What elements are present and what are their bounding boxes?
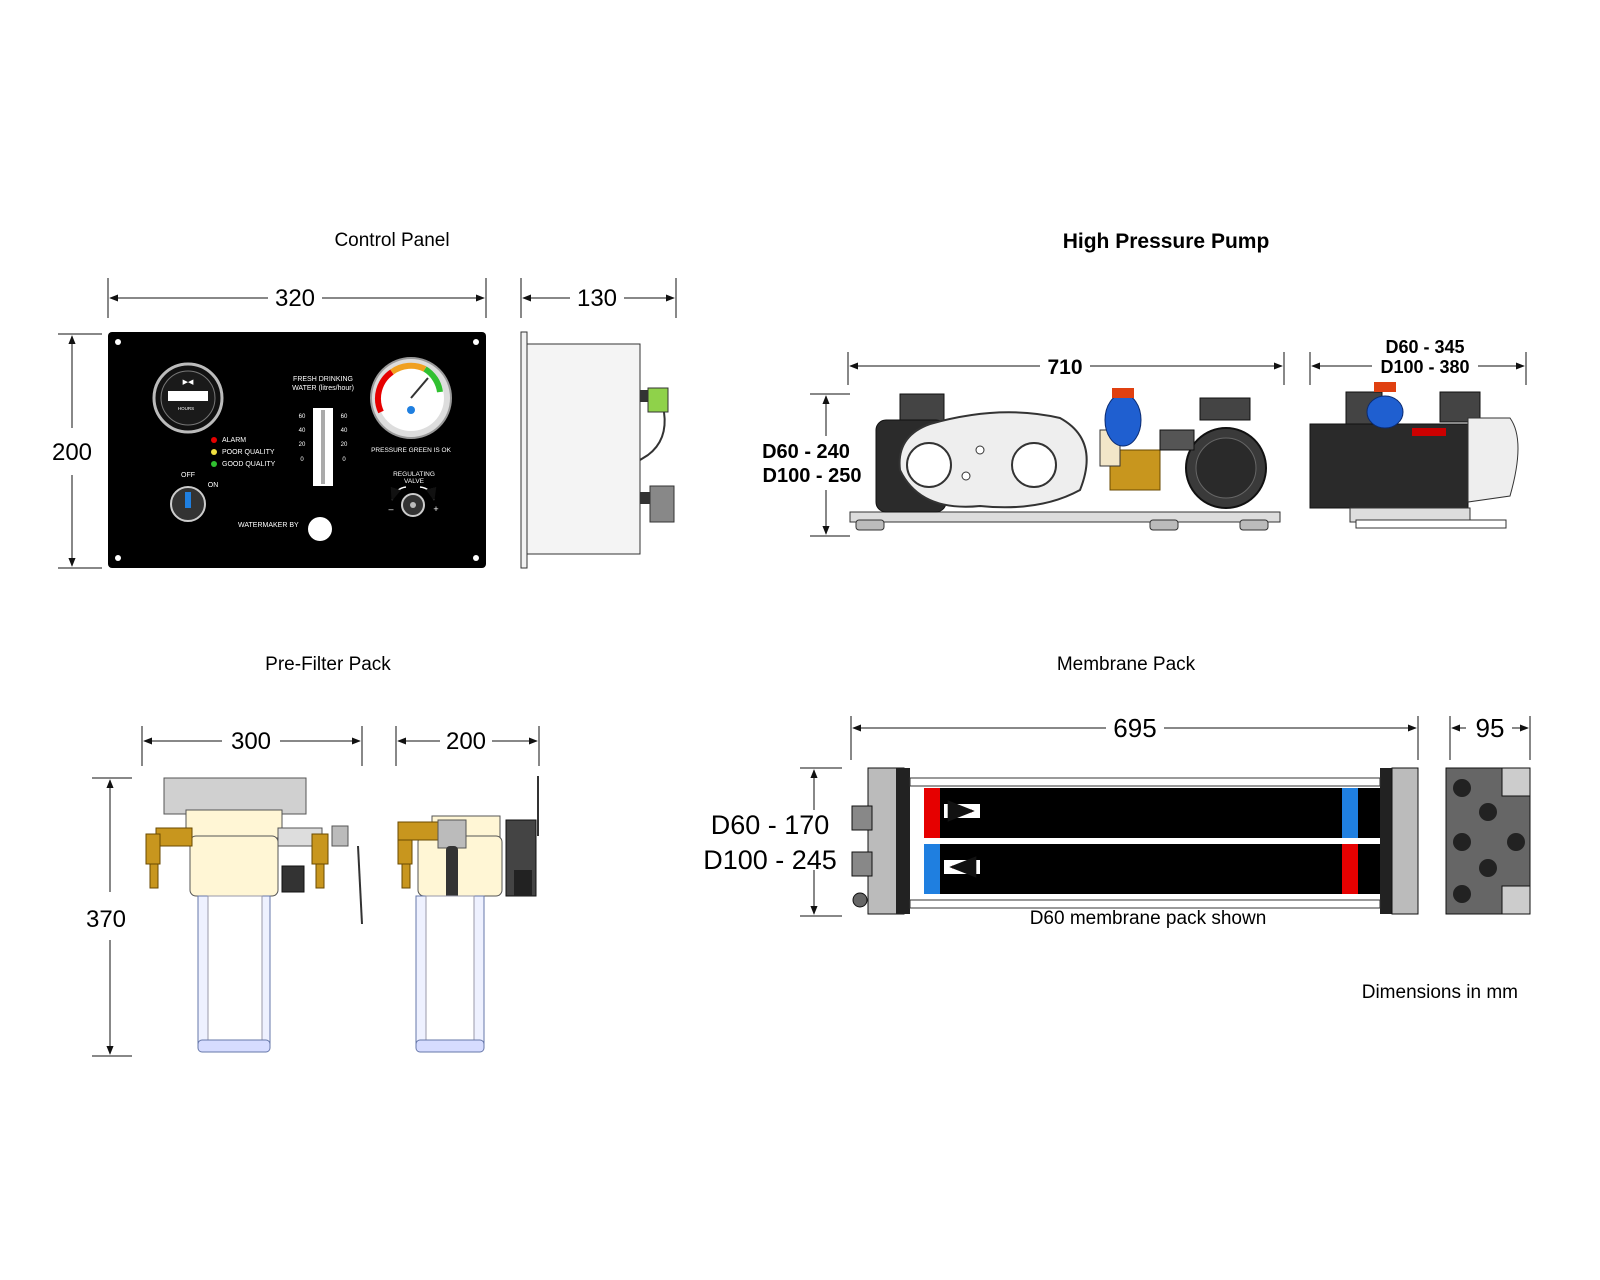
hours-label: HOURS [178,406,194,411]
membrane-front-view [851,767,1419,915]
flow-scale-40: 40 [299,428,306,434]
membrane-caption: D60 membrane pack shown [1030,908,1267,929]
flow-scale-40-right: 40 [341,428,348,434]
membrane-end-view [1445,767,1531,915]
drinking-water-subtitle: WATER (litres/hour) [292,385,354,392]
flow-scale-20: 20 [299,442,306,448]
on-label: ON [208,482,219,489]
units-footer: Dimensions in mm [1362,982,1518,1003]
flow-scale-0: 0 [300,457,304,463]
membrane-length-label: 695 [1113,713,1156,743]
hour-meter-icon: ▶◀ [152,362,224,434]
good-quality-light-icon [211,461,217,467]
control-panel-width-label: 320 [275,285,315,312]
svg-text:▶◀: ▶◀ [183,379,194,386]
prefilter-height-label: 370 [86,906,126,933]
pump-side-view [1309,382,1519,529]
poor-quality-label: POOR QUALITY [222,449,275,456]
flow-scale-60: 60 [299,414,306,420]
alarm-light-icon [211,437,217,443]
control-panel-title: Control Panel [334,230,449,251]
minus-label: – [388,504,393,514]
membrane-height-d60: D60 - 170 [711,810,830,840]
plus-label: + [433,504,438,514]
flow-scale-60-right: 60 [341,414,348,420]
drinking-water-title: FRESH DRINKING [293,376,353,383]
regulating-label: REGULATING [393,471,435,478]
pump-length-label: 710 [1047,356,1082,379]
pump-height-d60: D60 - 240 [762,441,850,463]
flow-scale-20-right: 20 [341,442,348,448]
pump-height-d100: D100 - 250 [763,465,862,487]
brand-logo-icon [308,517,332,541]
prefilter-section: Pre-Filter Pack 300 200 370 [86,654,540,1057]
pump-title: High Pressure Pump [1063,230,1270,253]
prefilter-depth-label: 200 [446,728,486,755]
control-panel-side-view [520,331,675,569]
good-quality-label: GOOD QUALITY [222,461,276,468]
membrane-title: Membrane Pack [1057,654,1196,675]
alarm-label: ALARM [222,437,246,444]
prefilter-front-view [145,777,363,1053]
watermaker-label: WATERMAKER BY [238,522,299,529]
pressure-gauge-icon [370,357,452,439]
valve-label: VALVE [404,478,425,485]
poor-quality-light-icon [211,449,217,455]
membrane-depth-label: 95 [1476,713,1505,743]
control-panel-section: Control Panel 320 130 200 ▶◀ HOURS [52,230,677,569]
pump-section: High Pressure Pump 710 D60 - 240 D100 - … [762,230,1527,537]
prefilter-width-label: 300 [231,728,271,755]
control-panel-height-label: 200 [52,439,92,466]
prefilter-side-view [397,776,539,1053]
flow-scale-0-right: 0 [342,457,346,463]
pump-front-view [849,388,1281,531]
pump-width-d100: D100 - 380 [1380,357,1469,377]
membrane-height-d100: D100 - 245 [703,845,837,875]
regulating-valve-knob[interactable] [401,493,425,517]
power-switch[interactable] [170,486,206,522]
pump-width-d60: D60 - 345 [1385,337,1464,357]
control-panel-depth-label: 130 [577,285,617,312]
prefilter-title: Pre-Filter Pack [265,654,391,675]
pressure-label: PRESSURE GREEN IS OK [371,447,451,454]
membrane-section: Membrane Pack 695 95 D60 - 170 D100 - 24… [703,654,1531,929]
off-label: OFF [181,472,195,479]
